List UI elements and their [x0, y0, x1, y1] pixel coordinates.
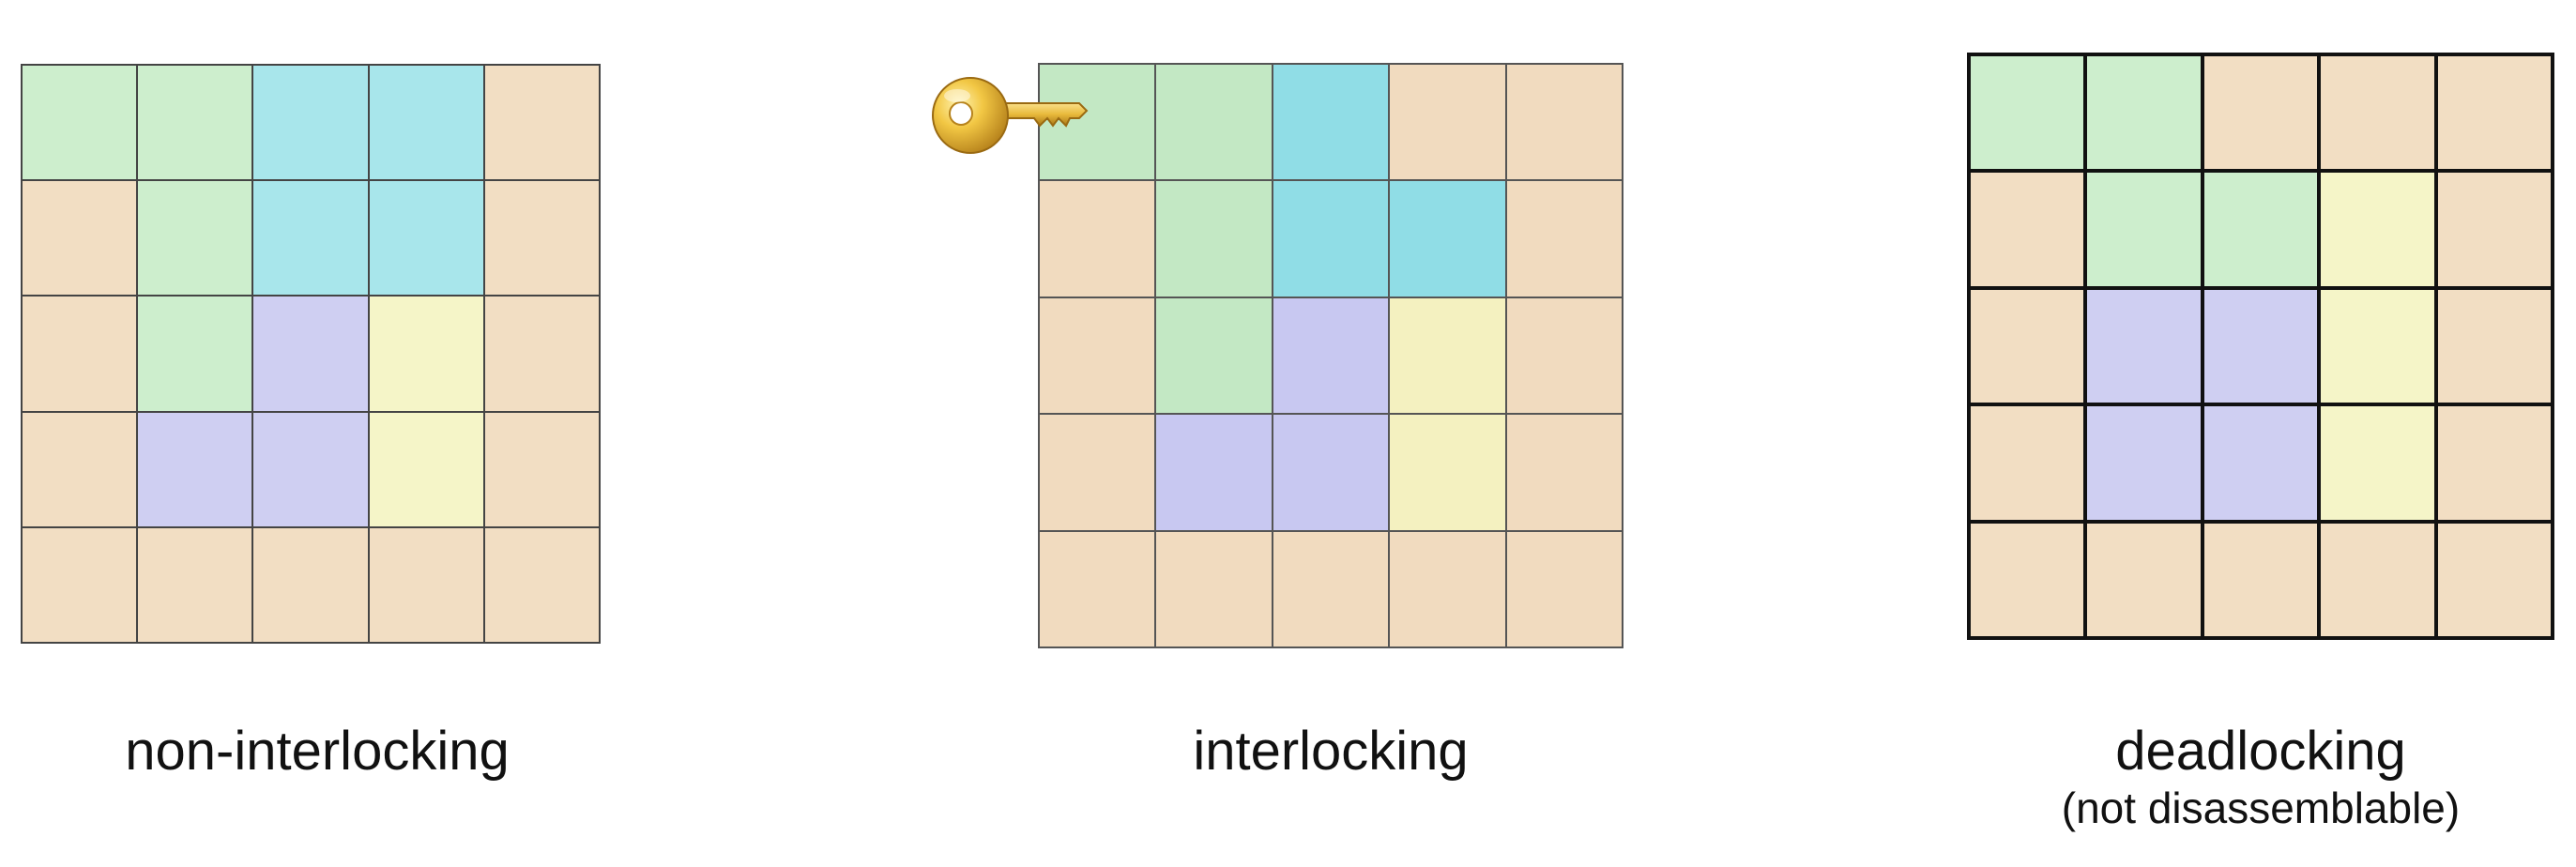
grid-cell-cyan	[369, 66, 485, 182]
caption-non-interlocking: non-interlocking	[21, 721, 614, 783]
grid-cell-yellow-dark	[1390, 297, 1507, 416]
grid-cell-cyan-dark	[1273, 181, 1391, 298]
grid-cell-green	[138, 66, 254, 182]
grid-cell-tan	[2321, 523, 2438, 640]
grid-cell-tan	[484, 66, 601, 182]
grid-cell-lavender	[2203, 289, 2322, 407]
grid-cell-tan	[23, 527, 139, 644]
grid-cell-yellow	[369, 412, 485, 528]
grid-cell-tan-dark	[1390, 65, 1507, 182]
grid-cell-tan	[2437, 289, 2554, 407]
grid-cell-tan	[2203, 523, 2322, 640]
grid-cell-tan	[369, 527, 485, 644]
grid-cell-green	[1971, 56, 2088, 174]
grid-cell-tan-dark	[1040, 531, 1157, 648]
grid-cell-tan	[2437, 173, 2554, 290]
key-icon	[932, 77, 1089, 154]
grid-cell-green	[2087, 56, 2204, 174]
grid-cell-tan	[23, 412, 139, 528]
grid-cell-tan	[2437, 523, 2554, 640]
grid-cell-tan	[253, 527, 370, 644]
grid-cell-tan	[484, 412, 601, 528]
grid-cell-lavender	[253, 412, 370, 528]
grid-cell-tan	[1971, 406, 2088, 524]
grid-cell-yellow-dark	[1390, 415, 1507, 532]
grid-cell-green	[138, 181, 254, 297]
grid-cell-tan-dark	[1040, 297, 1157, 416]
grid-cell-green	[2087, 173, 2204, 290]
grid-cell-yellow	[2321, 289, 2438, 407]
grid-cell-tan	[138, 527, 254, 644]
grid-cell-tan-dark	[1506, 415, 1623, 532]
grid-cell-lavender	[2203, 406, 2322, 524]
grid-cell-lavender	[138, 412, 254, 528]
grid-cell-tan	[23, 297, 139, 413]
grid-cell-cyan	[369, 181, 485, 297]
grid-cell-lavender-dark	[1156, 415, 1273, 532]
puzzle-grid-deadlocking	[1967, 53, 2554, 640]
grid-cell-tan	[23, 181, 139, 297]
caption-subtitle: (not disassemblable)	[2061, 783, 2461, 832]
grid-cell-green-dark	[1156, 65, 1273, 182]
grid-cell-tan-dark	[1040, 181, 1157, 298]
puzzle-grid-interlocking	[1038, 63, 1623, 648]
grid-cell-tan-dark	[1156, 531, 1273, 648]
grid-cell-green-dark	[1156, 297, 1273, 416]
grid-cell-yellow	[2321, 406, 2438, 524]
grid-cell-tan	[2087, 523, 2204, 640]
grid-cell-tan	[484, 297, 601, 413]
grid-cell-tan	[484, 527, 601, 644]
grid-cell-tan-dark	[1390, 531, 1507, 648]
grid-cell-tan	[1971, 173, 2088, 290]
caption-deadlocking: deadlocking (not disassemblable)	[1967, 721, 2554, 833]
grid-cell-tan-dark	[1506, 531, 1623, 648]
grid-cell-green-dark	[1040, 65, 1157, 182]
grid-cell-yellow	[369, 297, 485, 413]
grid-cell-cyan-dark	[1390, 181, 1507, 298]
grid-cell-lavender	[2087, 289, 2204, 407]
grid-cell-tan-dark	[1273, 531, 1391, 648]
grid-cell-tan-dark	[1506, 181, 1623, 298]
grid-cell-tan	[2321, 56, 2438, 174]
grid-cell-cyan	[253, 66, 370, 182]
grid-cell-tan	[484, 181, 601, 297]
caption-title: deadlocking	[2115, 721, 2406, 782]
grid-cell-lavender-dark	[1273, 297, 1391, 416]
grid-cell-lavender	[253, 297, 370, 413]
grid-cell-green	[23, 66, 139, 182]
grid-cell-tan	[1971, 523, 2088, 640]
puzzle-grid-non-interlocking	[21, 64, 601, 644]
grid-cell-tan	[1971, 289, 2088, 407]
grid-cell-green	[2203, 173, 2322, 290]
grid-cell-tan	[2437, 56, 2554, 174]
grid-cell-tan-dark	[1040, 415, 1157, 532]
grid-cell-yellow	[2321, 173, 2438, 290]
grid-cell-tan	[2203, 56, 2322, 174]
grid-cell-cyan	[253, 181, 370, 297]
grid-cell-green	[138, 297, 254, 413]
grid-cell-tan	[2437, 406, 2554, 524]
grid-cell-cyan-dark	[1273, 65, 1391, 182]
caption-title: interlocking	[1193, 721, 1469, 782]
grid-cell-tan-dark	[1506, 65, 1623, 182]
grid-cell-lavender	[2087, 406, 2204, 524]
caption-title: non-interlocking	[125, 721, 510, 782]
grid-cell-lavender-dark	[1273, 415, 1391, 532]
grid-cell-green-dark	[1156, 181, 1273, 298]
caption-interlocking: interlocking	[1038, 721, 1623, 783]
grid-cell-tan-dark	[1506, 297, 1623, 416]
